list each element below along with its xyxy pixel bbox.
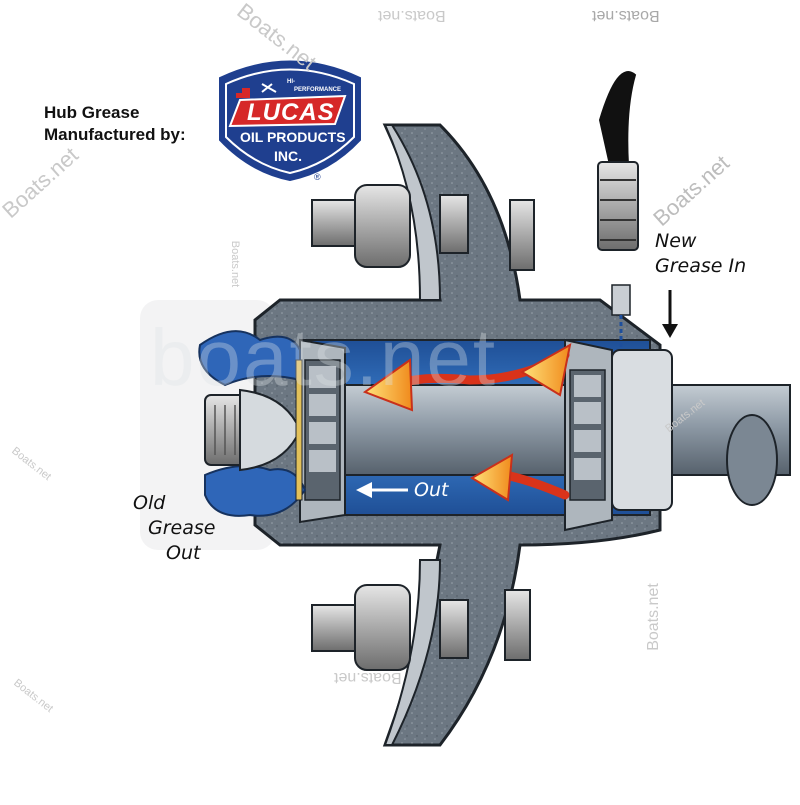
inner-bearing: [564, 338, 613, 532]
new-grease-label-line-2: Grease In: [655, 255, 747, 277]
out-arrow: [356, 482, 408, 498]
heading-line-2: Manufactured by:: [44, 125, 186, 144]
flag-icon: [236, 88, 250, 98]
lucas-logo: [219, 60, 361, 182]
old-grease-label-line-1: Old: [133, 492, 166, 514]
logo-registered-mark: ®: [314, 172, 321, 182]
watermark: Boats.net: [334, 669, 402, 686]
grease-gun-nozzle: [597, 71, 639, 251]
spindle-nut: [204, 359, 303, 501]
logo-brand: LUCAS: [247, 99, 335, 126]
heading-line-1: Hub Grease: [44, 103, 140, 122]
out-label: Out: [414, 479, 449, 501]
old-grease-blobs: [198, 330, 307, 517]
upper-wheel-stud: [311, 124, 535, 301]
watermark: Boats.net: [644, 583, 662, 651]
new-grease-label-line-1: New: [655, 230, 697, 252]
new-grease-pointer: [662, 290, 678, 338]
checkered-flags-icon: [261, 83, 277, 93]
watermark: Boats.net: [229, 240, 242, 288]
old-grease-label-line-3: Out: [166, 542, 201, 564]
logo-tag-line-2: PERFORMANCE: [294, 87, 342, 93]
logo-tag-line-1: HI-: [287, 79, 295, 85]
grease-flow-arrows: [362, 343, 572, 502]
lower-wheel-stud: [311, 559, 531, 746]
watermark: Boats.net: [378, 7, 446, 24]
logo-line-2: INC.: [274, 148, 302, 164]
watermark: Boats.net: [592, 7, 660, 24]
large-watermark: boats.net: [150, 313, 498, 402]
old-grease-label-line-2: Grease: [148, 517, 216, 539]
grease-fitting: [611, 284, 631, 350]
logo-line-1: OIL PRODUCTS: [240, 129, 346, 145]
outer-bearing: [299, 338, 346, 524]
